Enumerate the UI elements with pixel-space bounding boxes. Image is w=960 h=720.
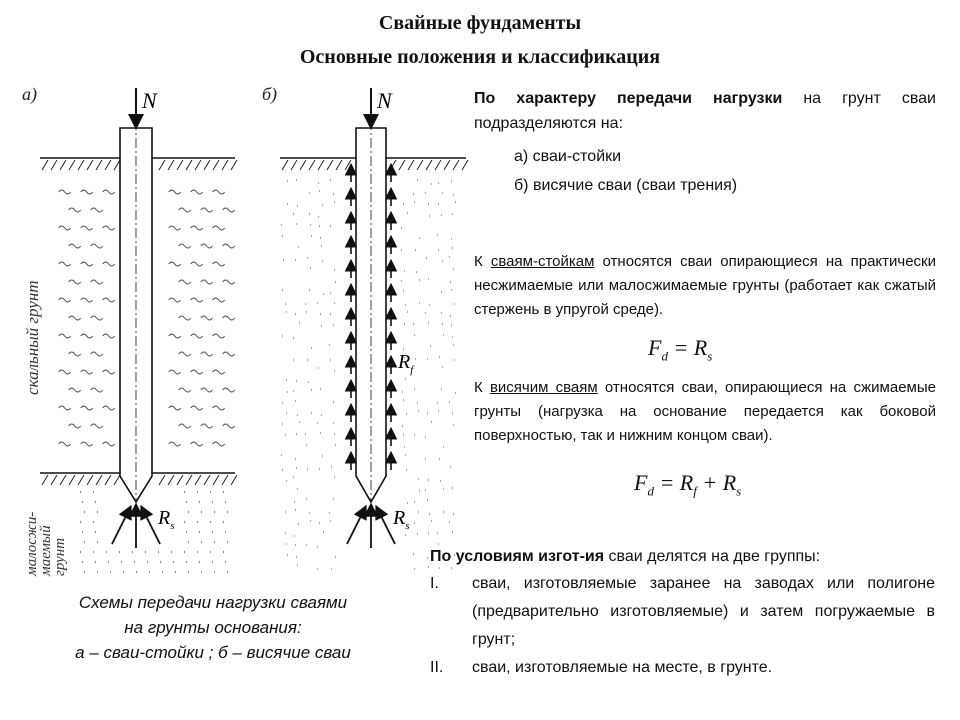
tip-reaction-arrow — [111, 504, 132, 545]
reaction-label-b: Rs — [392, 507, 410, 532]
section-load-transfer-text: на грунт сваи подразделяются на: — [474, 90, 936, 132]
section-manufacture-text: сваи делятся на две группы: — [604, 548, 821, 565]
label-b: б) — [262, 84, 277, 105]
tip-reaction-arrow — [140, 504, 161, 545]
tip-reaction-arrow — [375, 504, 396, 545]
section-friction-text: относятся сваи, опирающиеся на сжимаемые… — [474, 379, 936, 444]
label-a: а) — [22, 84, 37, 105]
section-end-bearing-text: относятся сваи опирающиеся на практическ… — [474, 253, 937, 318]
diagram-caption: Схемы передачи нагрузки сваями на грунты… — [28, 590, 398, 665]
low-soil-texture — [80, 491, 228, 573]
rock-soil-texture — [58, 189, 236, 447]
compressible-soil-texture — [281, 179, 456, 570]
manufacture-list: I. сваи, изготовляемые заранее на завода… — [430, 570, 935, 682]
friction-term: висячим сваям — [489, 379, 598, 396]
ground-hatch — [41, 474, 238, 486]
section-load-transfer: По характеру передачи нагрузки на грунт … — [474, 86, 936, 136]
soil-label-rock: скальный грунт — [23, 280, 42, 395]
soil-label-low-1: малосжи- — [24, 512, 40, 577]
ground-hatch — [41, 159, 238, 171]
tip-reaction-arrow — [346, 504, 367, 545]
list-item-text: сваи, изготовляемые заранее на заводах и… — [472, 575, 935, 648]
item-friction: б) висячие сваи (сваи трения) — [514, 177, 738, 194]
item-end-bearing: а) сваи-стойки — [514, 148, 622, 165]
section-end-bearing-pre: К — [474, 253, 491, 270]
caption-line-2: на грунты основания: — [124, 618, 302, 637]
section-friction-pre: К — [474, 379, 490, 396]
soil-label-low-2: маемый — [38, 525, 54, 577]
list-item: I. сваи, изготовляемые заранее на завода… — [430, 570, 935, 654]
list-item-text: сваи, изготовляемые на месте, в грунте. — [472, 659, 773, 676]
list-item-number: II. — [430, 659, 444, 676]
load-label-a: N — [141, 88, 158, 113]
reaction-label-a: Rs — [157, 507, 175, 532]
list-item-number: I. — [430, 575, 439, 592]
load-label-b: N — [376, 88, 393, 113]
soil-label-low-3: грунт — [52, 538, 68, 576]
section-end-bearing: К сваям-стойкам относятся сваи опирающие… — [474, 250, 936, 322]
list-item: II. сваи, изготовляемые на месте, в грун… — [430, 654, 935, 682]
section-friction: К висячим сваям относятся сваи, опирающи… — [474, 376, 936, 448]
friction-label-b: Rf — [397, 351, 415, 376]
section-load-transfer-heading: По характеру передачи нагрузки — [474, 90, 783, 107]
formula-friction: Fd = Rf + Rs — [634, 470, 742, 499]
formula-end-bearing: Fd = Rs — [648, 335, 713, 364]
page-title: Свайные фундаменты — [378, 12, 582, 34]
section-manufacture-heading: По условиям изгот-ия — [430, 548, 605, 565]
caption-line-1: Схемы передачи нагрузки сваями — [78, 593, 348, 612]
caption-line-3: а – сваи-стойки ; б – висячие сваи — [75, 643, 351, 662]
page-subtitle: Основные положения и классификация — [299, 46, 661, 68]
pile-diagram: а) N Rs скальный грунт малосжи- маемый г… — [22, 84, 469, 577]
end-bearing-term: сваям-стойкам — [490, 253, 595, 270]
section-manufacture: По условиям изгот-ия сваи делятся на две… — [430, 544, 935, 569]
